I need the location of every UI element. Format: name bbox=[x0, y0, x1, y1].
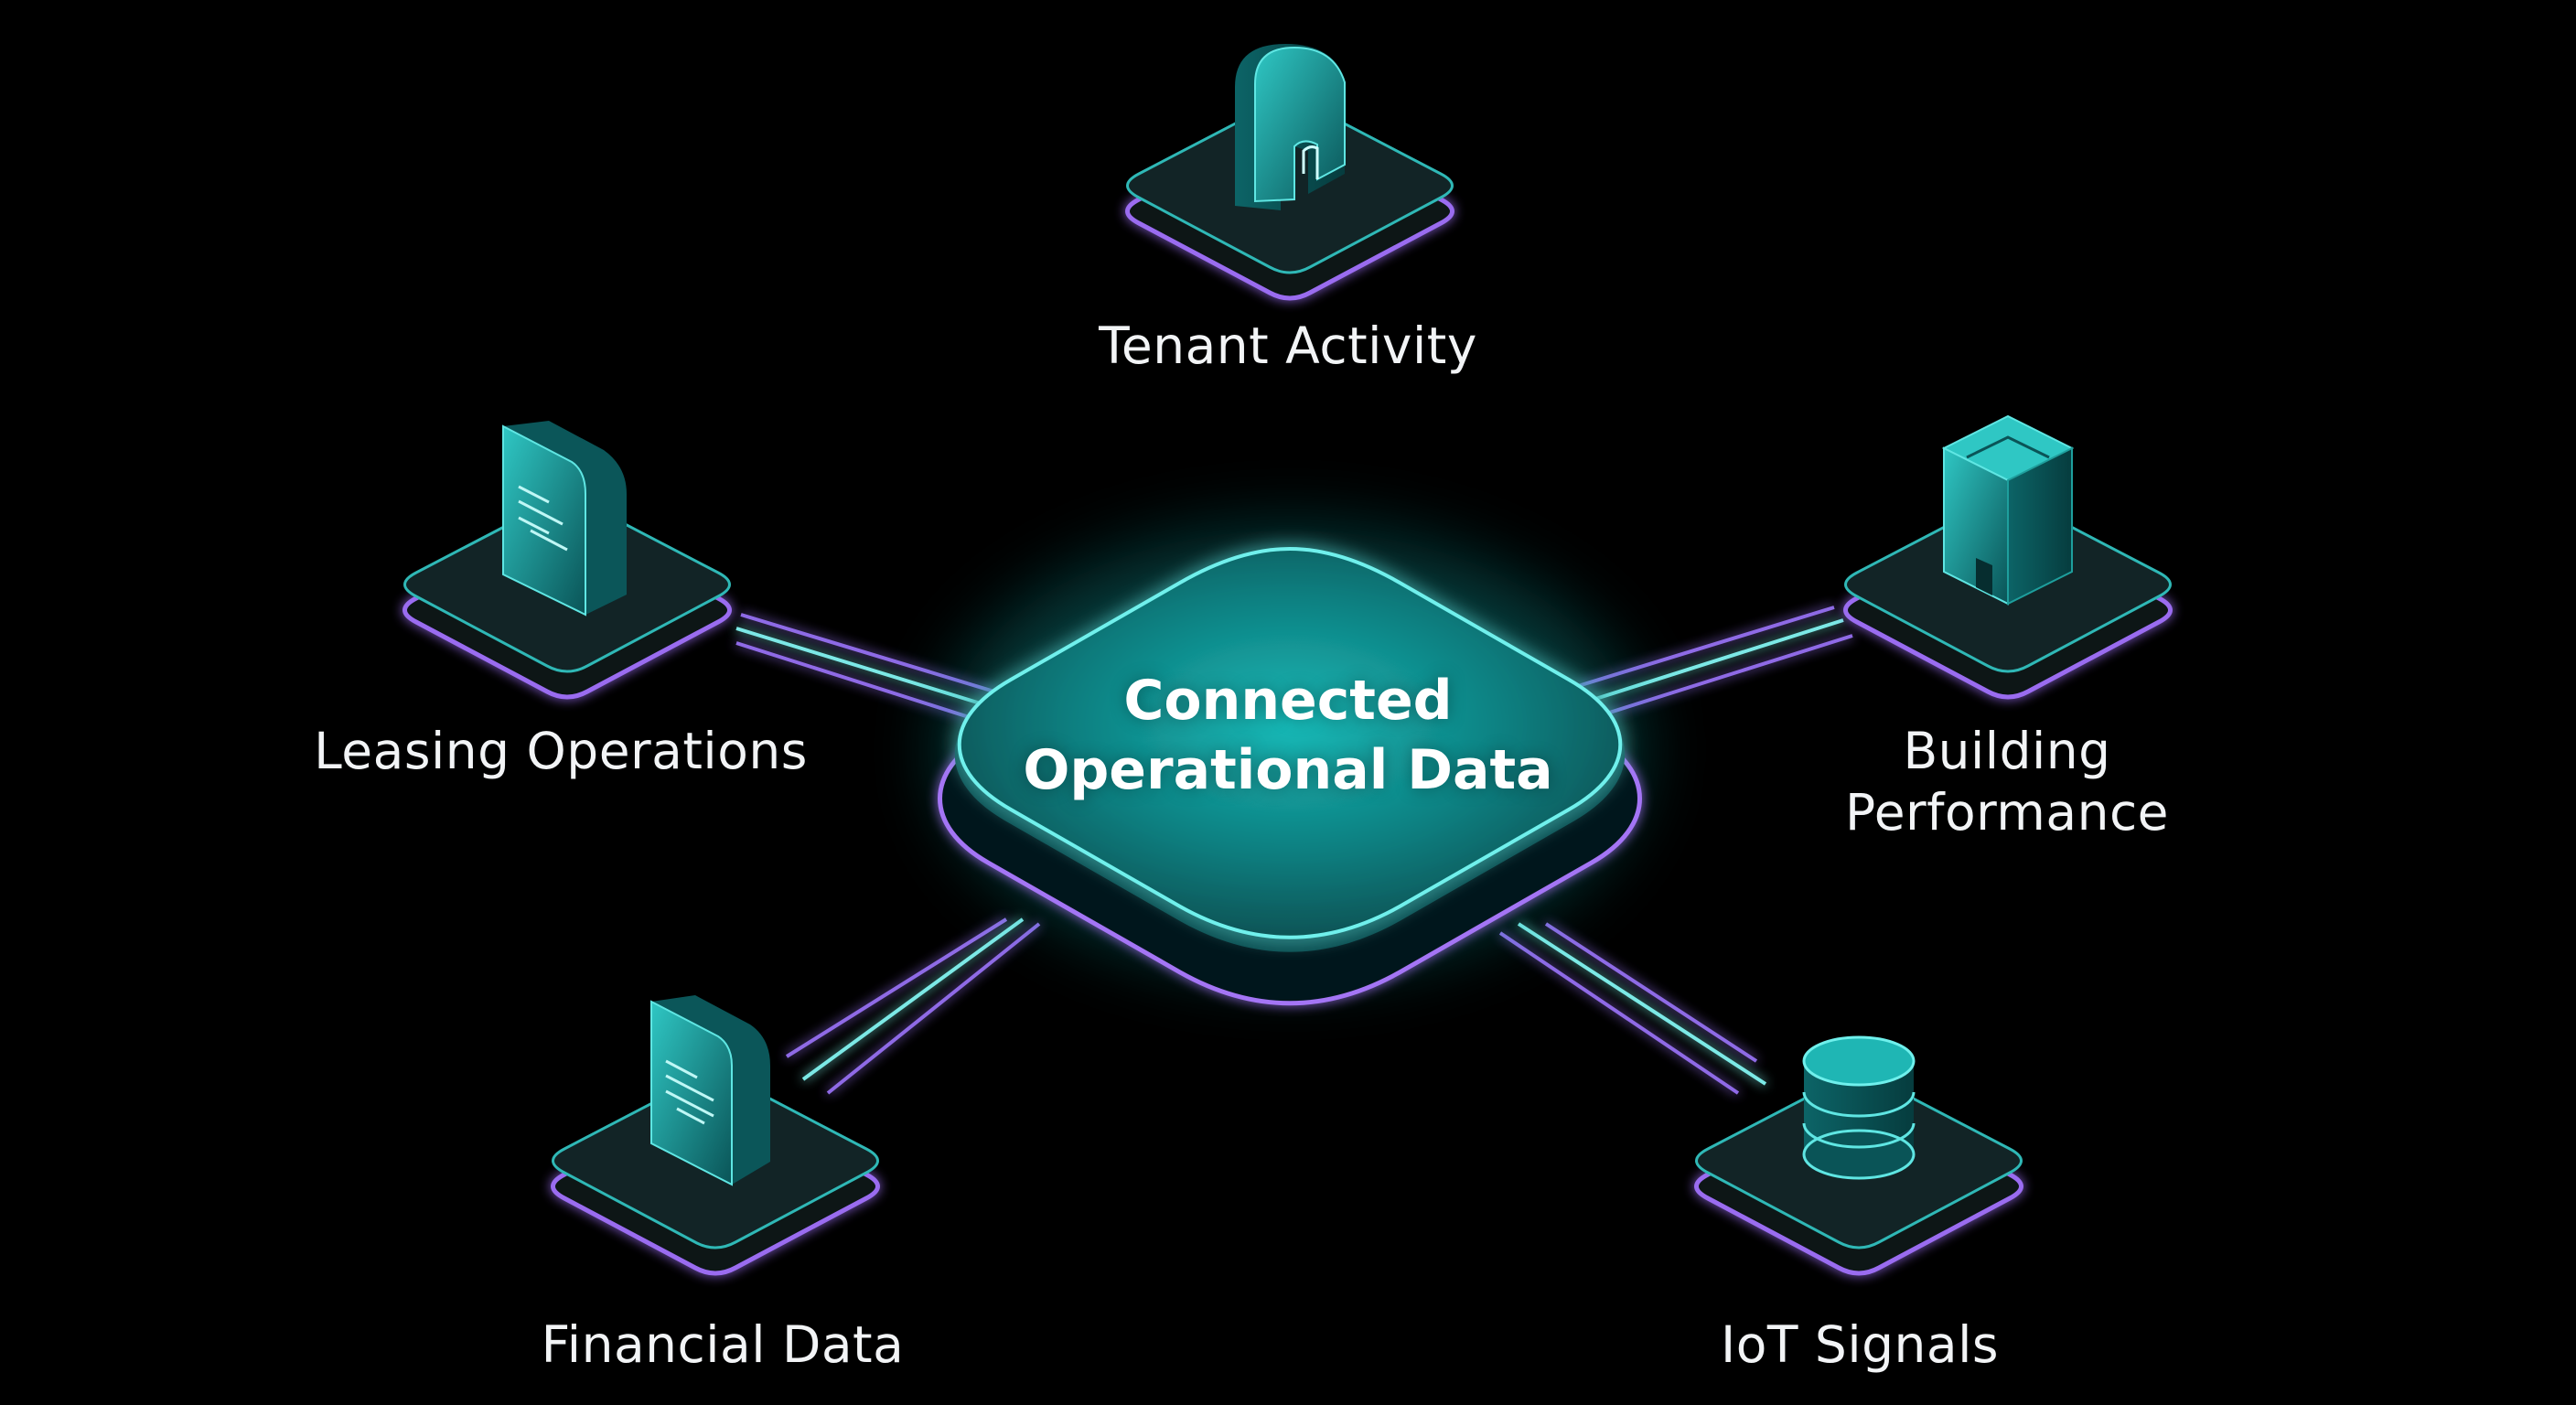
label-tenant-activity: Tenant Activity bbox=[1099, 316, 1477, 375]
label-iot-signals: IoT Signals bbox=[1720, 1315, 2000, 1374]
connector-financial-data bbox=[785, 917, 1041, 1095]
label-financial-data: Financial Data bbox=[541, 1315, 905, 1374]
document-icon bbox=[502, 421, 627, 617]
node-tile-financial-data bbox=[551, 995, 880, 1276]
label-building-performance-line-2: Performance bbox=[1844, 783, 2170, 842]
central-hub bbox=[938, 531, 1642, 1006]
connector-building-performance bbox=[1577, 606, 1853, 717]
connector-iot-signals bbox=[1498, 922, 1767, 1095]
label-building-performance-line-1: Building bbox=[1903, 722, 2111, 780]
connector-tenant-activity bbox=[1279, 402, 1310, 549]
label-leasing-operations: Leasing Operations bbox=[314, 722, 808, 780]
node-tile-iot-signals bbox=[1694, 1035, 2023, 1276]
node-tile-building-performance bbox=[1843, 414, 2173, 700]
database-icon bbox=[1802, 1035, 1916, 1180]
document-icon bbox=[650, 995, 770, 1186]
node-tile-leasing-operations bbox=[402, 421, 732, 700]
building-icon bbox=[1941, 414, 2075, 606]
hub-title-line-2: Operational Data bbox=[1023, 738, 1553, 802]
hub-title-line-1: Connected bbox=[1123, 669, 1453, 733]
connectors bbox=[735, 402, 1853, 1095]
door-icon bbox=[1235, 44, 1346, 210]
node-tile-tenant-activity bbox=[1125, 44, 1454, 301]
